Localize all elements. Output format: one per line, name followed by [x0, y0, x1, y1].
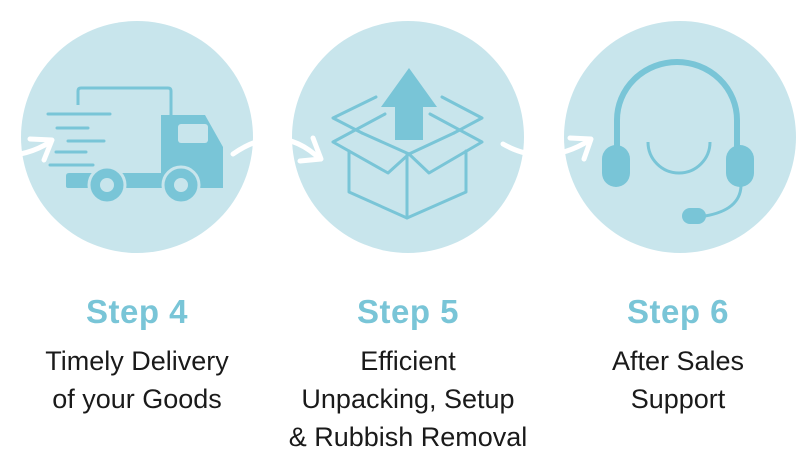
- step-6-title: Step 6: [626, 293, 730, 330]
- unpacking-box-icon: [331, 68, 484, 220]
- icons-layer: [0, 21, 796, 253]
- step-6-description: After Sales Support: [528, 342, 800, 418]
- step-5-line: Efficient: [360, 346, 456, 376]
- step-4-line: Timely Delivery: [45, 346, 229, 376]
- step-4-title: Step 4: [85, 293, 189, 330]
- arrow-right-icon: [500, 135, 594, 162]
- step-4-description: Timely Delivery of your Goods: [0, 342, 287, 418]
- headset-support-icon: [602, 59, 754, 224]
- step-5-title: Step 5: [356, 293, 460, 330]
- step-6-circle: [564, 21, 796, 253]
- step-4-circle: [21, 21, 253, 253]
- step-4-line: of your Goods: [52, 384, 222, 414]
- arrow-right-icon: [0, 136, 55, 163]
- step-5-line: & Rubbish Removal: [288, 422, 528, 452]
- arrow-right-icon: [230, 135, 324, 164]
- step-5-description: Efficient Unpacking, Setup & Rubbish Rem…: [258, 342, 558, 456]
- step-5-line: Unpacking, Setup: [301, 384, 515, 414]
- step-6-line: After Sales: [611, 346, 745, 376]
- step-6-line: Support: [630, 384, 726, 414]
- delivery-truck-icon: [46, 86, 223, 205]
